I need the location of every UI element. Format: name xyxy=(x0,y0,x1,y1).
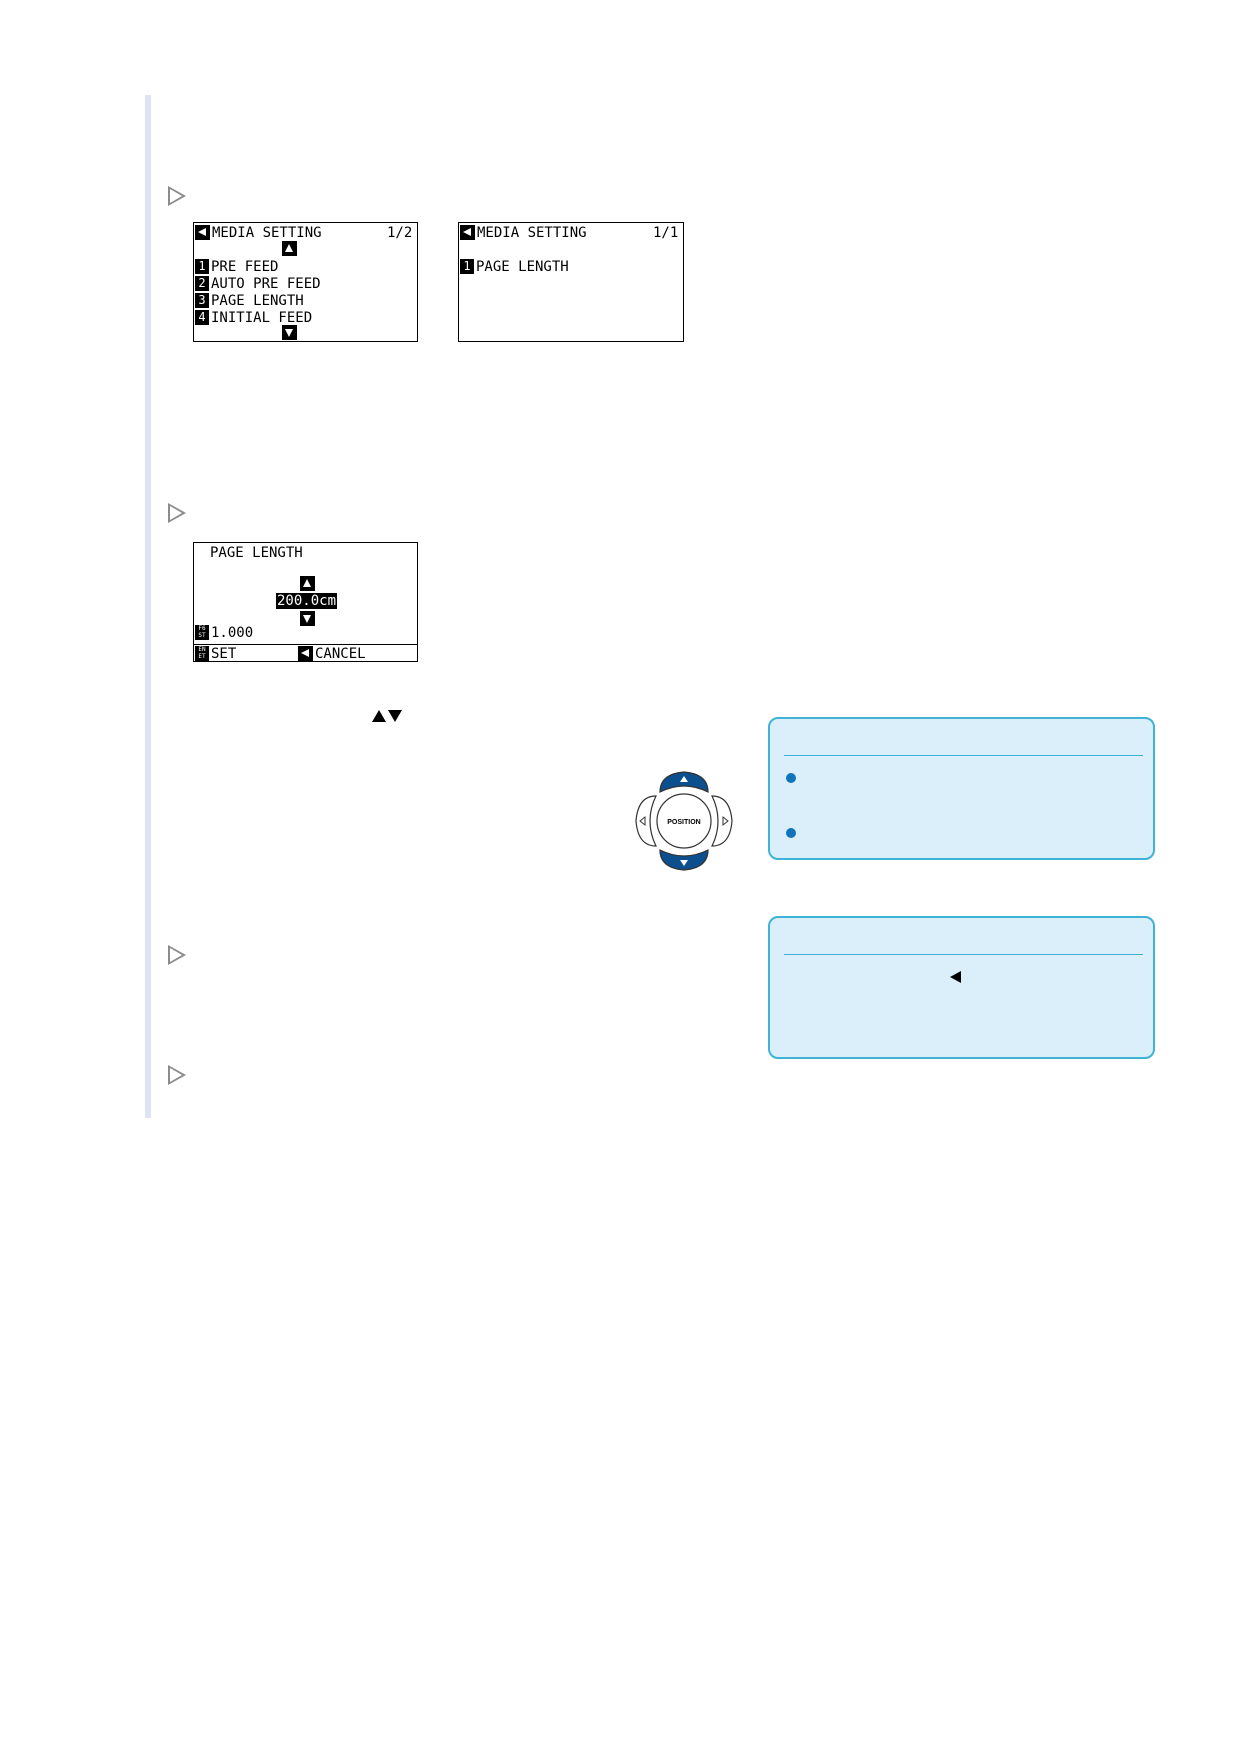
back-icon xyxy=(298,646,313,661)
left-button-shape xyxy=(635,795,657,847)
note-box-2 xyxy=(768,916,1155,1059)
bullet-icon xyxy=(786,773,796,783)
lcd-page-indicator: 1/2 xyxy=(387,225,413,241)
step-arrow-icon xyxy=(168,1065,186,1085)
back-icon xyxy=(195,225,210,240)
lcd-title: PAGE LENGTH xyxy=(210,545,303,561)
lcd-title-row: MEDIA SETTING xyxy=(460,225,587,241)
lcd-page-indicator: 1/1 xyxy=(653,225,679,241)
up-arrow-icon xyxy=(282,241,297,256)
bullet-icon xyxy=(786,828,796,838)
note-box-1 xyxy=(768,717,1155,860)
step-arrow-icon xyxy=(168,503,186,523)
position-label: POSITION xyxy=(667,819,700,826)
step-arrow-icon xyxy=(168,945,186,965)
up-down-arrows-icon xyxy=(372,708,406,724)
step-arrow-icon xyxy=(168,186,186,206)
cancel-key-row: CANCEL xyxy=(298,646,366,662)
up-arrow-icon xyxy=(300,576,315,591)
right-button-shape xyxy=(711,795,733,847)
position-center-shape xyxy=(656,793,712,849)
lcd-divider xyxy=(194,644,417,645)
length-value: 200.0cm xyxy=(276,593,338,609)
left-margin-rule xyxy=(145,95,151,1118)
note-divider xyxy=(784,954,1143,955)
lcd-title: MEDIA SETTING xyxy=(477,225,587,241)
down-arrow-icon xyxy=(300,611,315,626)
back-arrow-icon xyxy=(950,971,961,983)
position-pad-icon: POSITION xyxy=(635,771,733,871)
note-divider xyxy=(784,755,1143,756)
lcd-title-row: MEDIA SETTING xyxy=(195,225,322,241)
lcd-title: MEDIA SETTING xyxy=(212,225,322,241)
back-icon xyxy=(460,225,475,240)
down-arrow-icon xyxy=(282,325,297,340)
